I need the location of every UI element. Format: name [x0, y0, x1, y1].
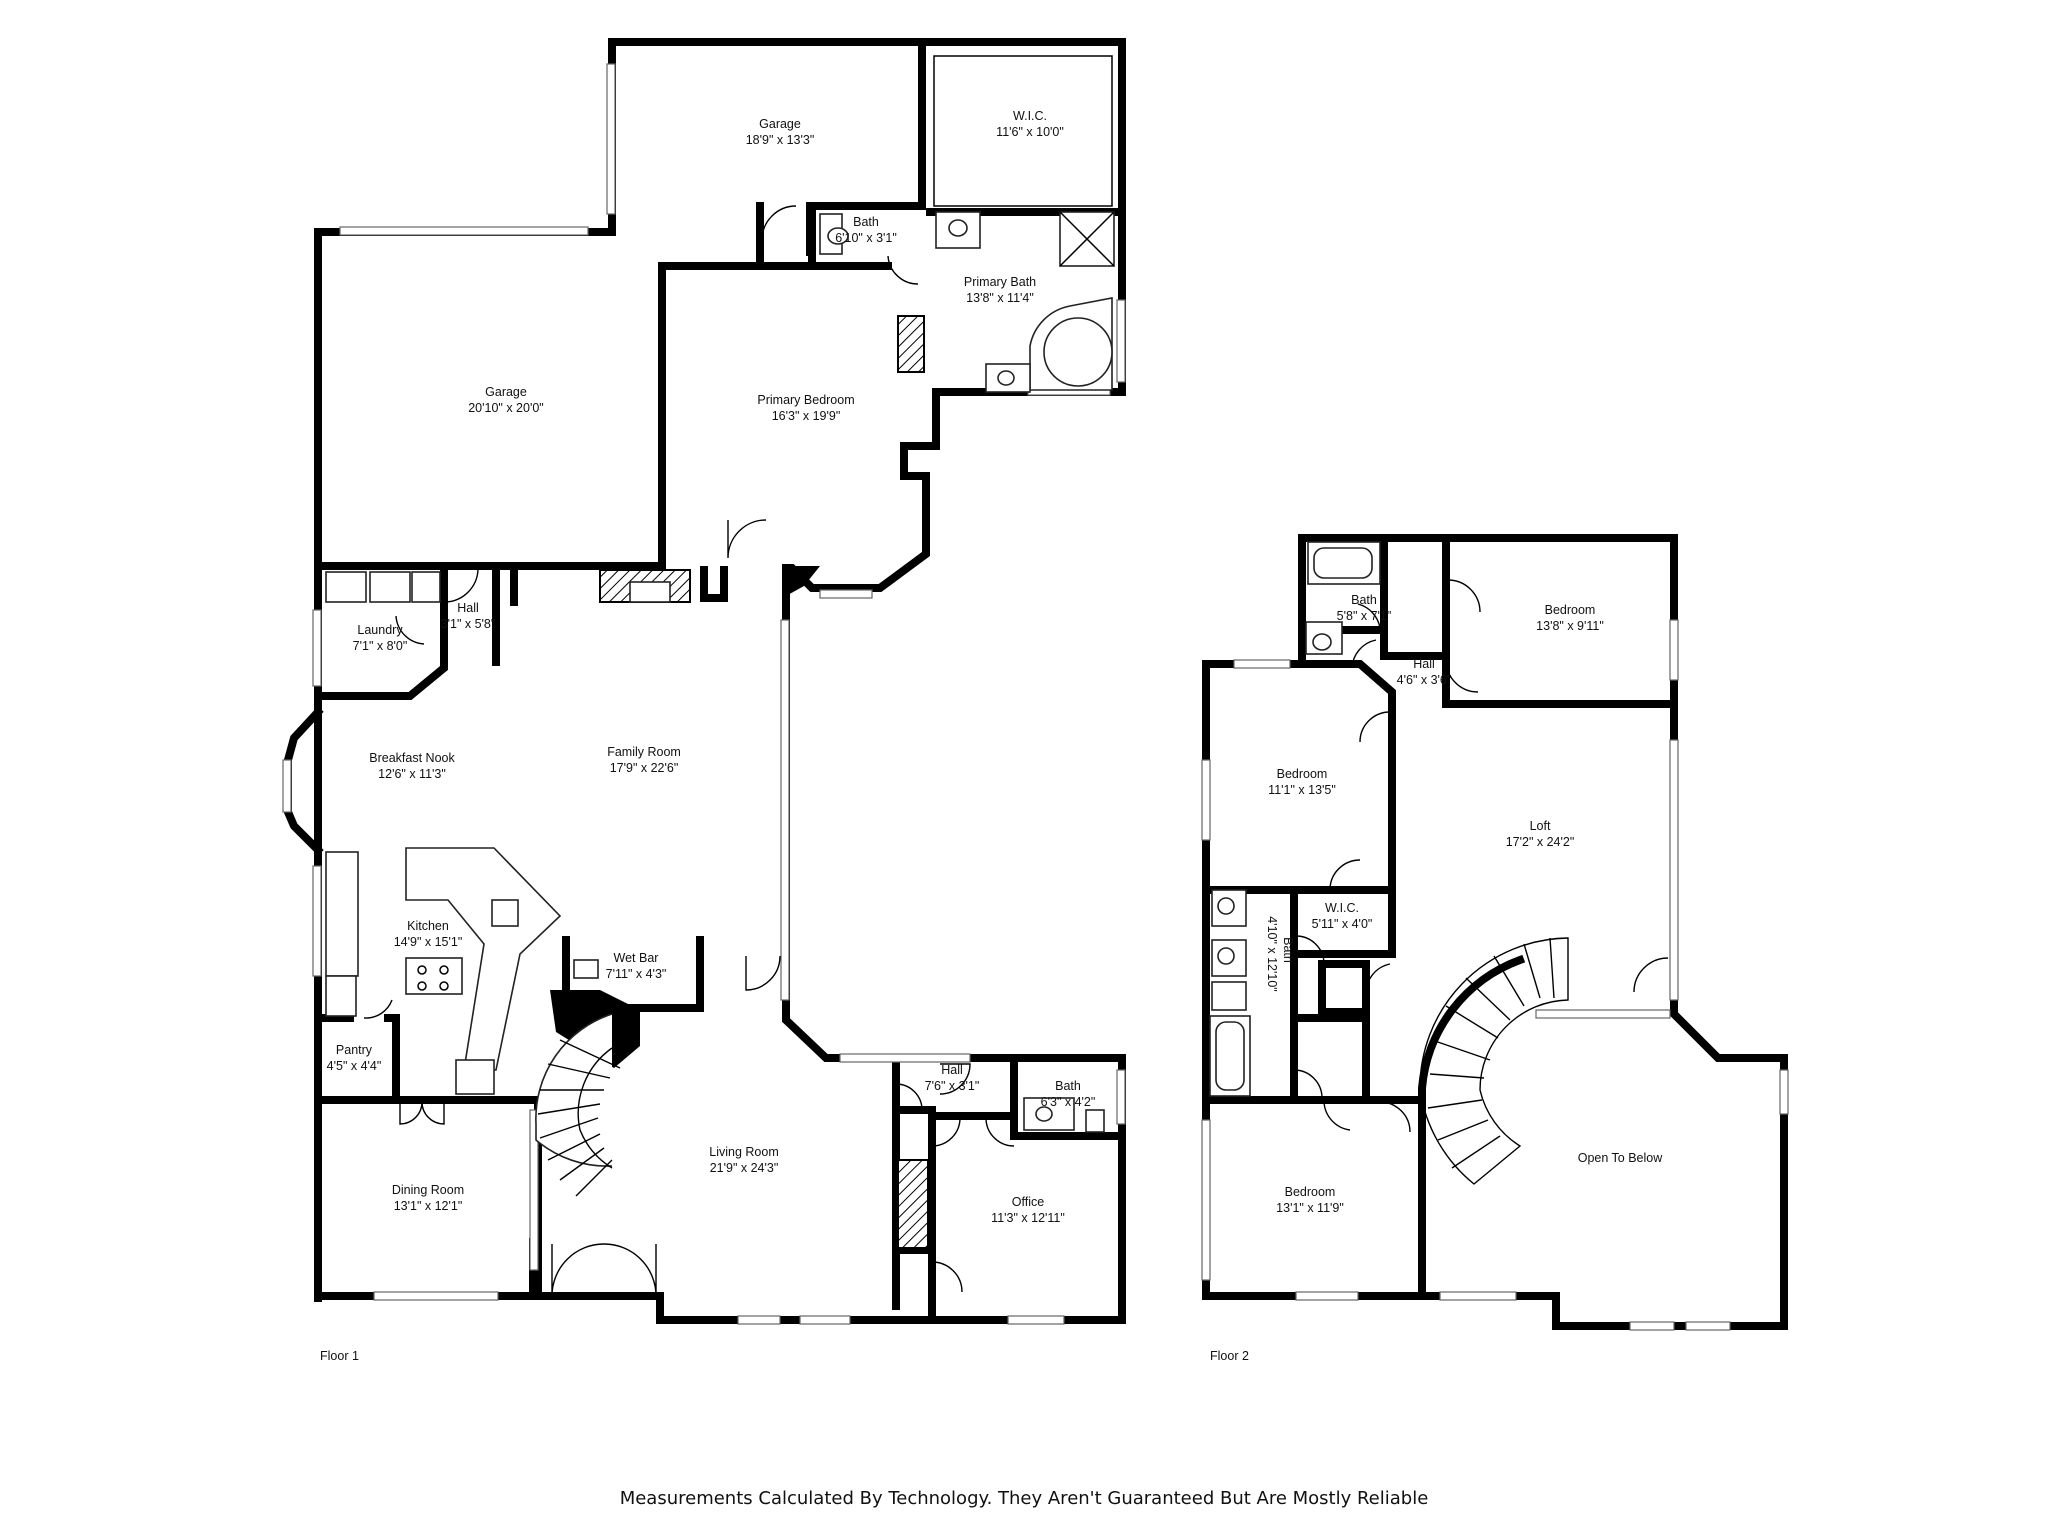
room-dims: 4'5" x 4'4"	[327, 1059, 382, 1073]
floor-1-doors	[363, 205, 1015, 1297]
room-name: Garage	[485, 385, 527, 399]
room-dims: 16'3" x 19'9"	[772, 409, 841, 423]
room-name: Living Room	[709, 1145, 778, 1159]
room-dims: 11'6" x 10'0"	[996, 125, 1064, 139]
room-dims: 12'6" x 11'3"	[378, 767, 446, 781]
floor-2-plan: Bath 5'8" x 7'1" Bedroom 13'8" x 9'11" H…	[1201, 534, 1789, 1363]
room-dims: 13'1" x 11'9"	[1276, 1201, 1344, 1215]
room-name: Bedroom	[1277, 767, 1328, 781]
room-name: Hall	[1413, 657, 1435, 671]
room-name: Primary Bedroom	[757, 393, 854, 407]
room-name: Bath	[1281, 937, 1295, 963]
room-name: Primary Bath	[964, 275, 1036, 289]
room-name: Bedroom	[1545, 603, 1596, 617]
room-dims: 3'1" x 5'8"	[441, 617, 496, 631]
room-name: W.I.C.	[1325, 901, 1359, 915]
room-dims: 4'6" x 3'6"	[1397, 673, 1452, 687]
room-dims: 11'3" x 12'11"	[991, 1211, 1065, 1225]
floor-1-windows	[282, 63, 1126, 1325]
room-dims: 20'10" x 20'0"	[468, 401, 544, 415]
room-dims: 7'1" x 8'0"	[353, 639, 408, 653]
room-dims: 13'8" x 11'4"	[966, 291, 1034, 305]
floor-1-staircase	[535, 1013, 621, 1197]
room-name: Hall	[457, 601, 479, 615]
floor-2-fixtures	[1209, 541, 1381, 1097]
room-name: Family Room	[607, 745, 681, 759]
room-dims: 7'11" x 4'3"	[606, 967, 667, 981]
room-name: Bath	[853, 215, 879, 229]
room-name: Pantry	[336, 1043, 373, 1057]
room-dims: 6'10" x 3'1"	[835, 231, 897, 245]
room-dims: 6'3" x 4'2"	[1041, 1095, 1096, 1109]
room-dims: 21'9" x 24'3"	[710, 1161, 779, 1175]
room-name: Open To Below	[1578, 1151, 1664, 1165]
floor-1-room-labels: Garage 18'9" x 13'3" W.I.C. 11'6" x 10'0…	[327, 109, 1096, 1225]
floor-2-staircase	[1419, 937, 1569, 1185]
room-name: W.I.C.	[1013, 109, 1047, 123]
room-dims: 13'8" x 9'11"	[1536, 619, 1604, 633]
floor-1-plan: Garage 18'9" x 13'3" W.I.C. 11'6" x 10'0…	[282, 38, 1126, 1363]
room-dims: 5'8" x 7'1"	[1337, 609, 1392, 623]
room-name: Wet Bar	[614, 951, 659, 965]
room-name: Bath	[1351, 593, 1377, 607]
floor-1-fixtures	[325, 211, 1115, 1133]
room-dims: 18'9" x 13'3"	[746, 133, 815, 147]
floor-label: Floor 1	[320, 1349, 359, 1363]
floor-2-doors	[1293, 579, 1669, 1133]
room-name: Laundry	[357, 623, 403, 637]
room-name: Kitchen	[407, 919, 449, 933]
room-name: Breakfast Nook	[369, 751, 455, 765]
room-name: Hall	[941, 1063, 963, 1077]
floor-2-windows	[1201, 619, 1789, 1331]
room-name: Loft	[1530, 819, 1551, 833]
room-dims: 11'1" x 13'5"	[1268, 783, 1336, 797]
room-dims: 17'2" x 24'2"	[1506, 835, 1575, 849]
room-dims: 5'11" x 4'0"	[1312, 917, 1373, 931]
room-dims: 14'9" x 15'1"	[394, 935, 463, 949]
measurement-disclaimer: Measurements Calculated By Technology. T…	[619, 1488, 1429, 1509]
floor-2-room-labels: Bath 5'8" x 7'1" Bedroom 13'8" x 9'11" H…	[1265, 593, 1663, 1215]
room-name: Bedroom	[1285, 1185, 1336, 1199]
room-dims: 17'9" x 22'6"	[610, 761, 679, 775]
room-name: Garage	[759, 117, 801, 131]
room-name: Dining Room	[392, 1183, 464, 1197]
room-dims: 4'10" x 12'10"	[1265, 916, 1279, 992]
room-name: Bath	[1055, 1079, 1081, 1093]
room-dims: 13'1" x 12'1"	[394, 1199, 463, 1213]
room-dims: 7'6" x 3'1"	[925, 1079, 980, 1093]
room-name: Office	[1012, 1195, 1044, 1209]
floor-label: Floor 2	[1210, 1349, 1249, 1363]
